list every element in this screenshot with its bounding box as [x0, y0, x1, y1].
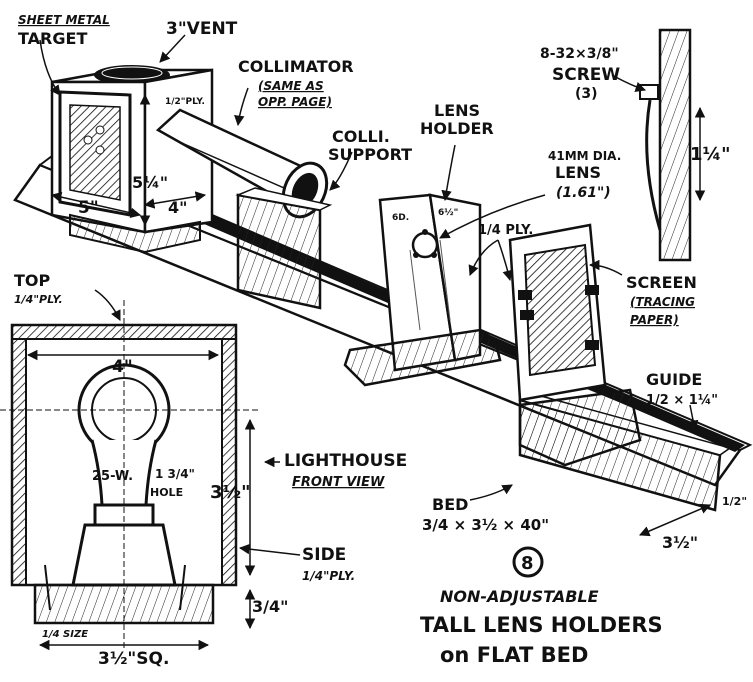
label-lighthouse-2: FRONT VIEW	[292, 475, 385, 490]
label-lens-3: (1.61")	[556, 185, 611, 201]
label-base-width: 3½"SQ.	[98, 649, 169, 669]
label-bed-1: BED	[432, 495, 468, 514]
collimator-support	[235, 187, 333, 310]
label-collimator-note-1: (SAME AS	[258, 79, 324, 93]
label-side-1: SIDE	[302, 545, 346, 565]
label-front-width: 4"	[112, 357, 133, 377]
label-bulb-watt: 25-W.	[92, 469, 133, 484]
label-screen-3: PAPER)	[630, 313, 679, 327]
label-vent: 3"VENT	[166, 19, 238, 39]
label-bed-2: 3/4 × 3½ × 40"	[422, 516, 549, 534]
label-3-1-2: 3½"	[210, 482, 251, 503]
label-1-1-4: 1¼"	[690, 144, 731, 165]
box-base	[69, 213, 201, 254]
dimension-lines	[26, 34, 711, 651]
label-lens-2: LENS	[555, 163, 601, 182]
label-side-2: 1/4"PLY.	[302, 569, 355, 583]
label-lens-holder-1: LENS	[434, 101, 480, 120]
label-top-2: 1/4"PLY.	[14, 293, 63, 306]
label-ply-quarter: 1/4 PLY.	[478, 223, 533, 238]
figure-number-circle	[512, 546, 544, 578]
label-lighthouse-1: LIGHTHOUSE	[284, 451, 407, 471]
lens-holder-base	[343, 328, 502, 387]
lighthouse-front-view	[0, 300, 260, 650]
label-collimator: COLLIMATOR	[238, 57, 354, 76]
title-line-3: on FLAT BED	[440, 643, 588, 667]
label-screw-3: (3)	[575, 86, 598, 102]
title-line-1: NON-ADJUSTABLE	[440, 587, 599, 606]
label-bed-end-w: 3½"	[662, 533, 698, 552]
label-guide-2: 1/2 × 1¼"	[646, 393, 718, 408]
label-collimator-note-2: OPP. PAGE)	[258, 95, 332, 109]
label-6d: 6D.	[392, 213, 409, 223]
label-colli-support-2: SUPPORT	[328, 145, 412, 164]
label-hole-2: HOLE	[150, 486, 183, 499]
label-hole-1: 1 3/4"	[155, 467, 195, 481]
label-6half: 6½"	[438, 207, 458, 218]
label-target-2: TARGET	[18, 29, 87, 48]
label-screen-2: (TRACING	[630, 295, 695, 309]
left-side-panel	[11, 338, 27, 586]
label-screw-1: 8-32×3/8"	[540, 46, 619, 62]
screen-holder	[508, 223, 642, 467]
label-target-1: SHEET METAL	[18, 13, 110, 27]
figure-number: 8	[521, 553, 534, 574]
title-line-2: TALL LENS HOLDERS	[420, 613, 663, 637]
label-3-4: 3/4"	[252, 597, 288, 616]
label-lens-holder-2: HOLDER	[420, 119, 494, 138]
screw-detail	[639, 28, 692, 262]
label-top-1: TOP	[14, 271, 51, 290]
label-ply-half: 1/2"PLY.	[165, 97, 205, 107]
label-quarter-size: 1/4 SIZE	[42, 629, 88, 640]
lens-holder	[343, 193, 502, 387]
label-width-4: 4"	[168, 198, 187, 217]
figure-title: 8 NON-ADJUSTABLE TALL LENS HOLDERS on FL…	[420, 546, 663, 667]
label-width-5: 5"	[78, 198, 99, 218]
label-height: 5¼"	[132, 173, 168, 192]
label-screw-2: SCREW	[552, 65, 620, 85]
right-side-panel	[221, 338, 237, 586]
label-lens-1: 41MM DIA.	[548, 149, 621, 163]
screen-holder-base	[518, 388, 642, 467]
label-guide-1: GUIDE	[646, 370, 702, 389]
label-bed-end-t: 1/2"	[722, 495, 747, 508]
label-screen-1: SCREEN	[626, 273, 697, 292]
tracing-paper-screen	[523, 243, 597, 377]
sheet-metal-target	[69, 104, 121, 201]
label-colli-support-1: COLLI.	[332, 127, 390, 146]
lighthouse-box	[50, 65, 214, 254]
labels: SHEET METAL TARGET 3"VENT 1/2"PLY. 5¼" 5…	[14, 13, 747, 669]
